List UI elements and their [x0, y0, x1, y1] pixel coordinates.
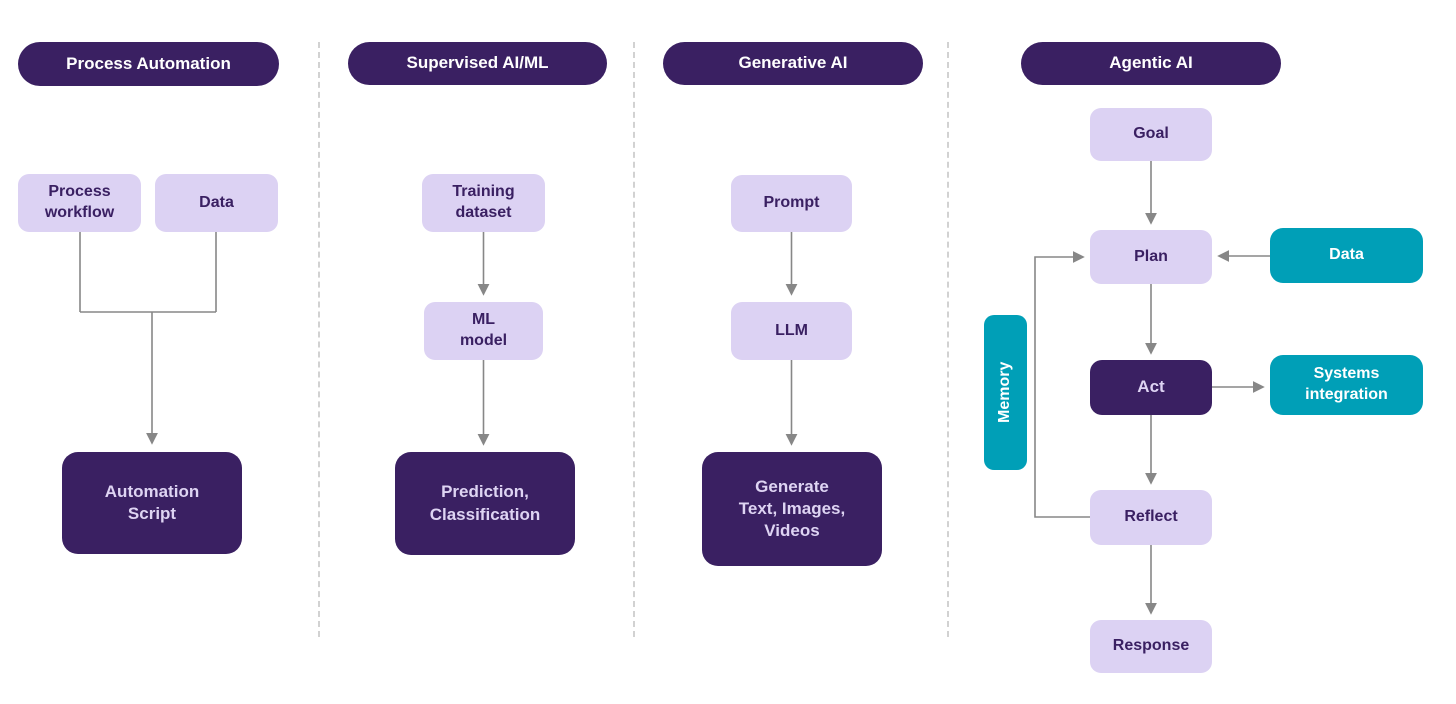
node-act: Act	[1090, 360, 1212, 415]
node-goal: Goal	[1090, 108, 1212, 161]
node-memory: Memory	[984, 315, 1027, 470]
node-automation-script: Automation Script	[62, 452, 242, 554]
node-systems-integration: Systems integration	[1270, 355, 1423, 415]
connector-reflect-feedback-to-plan	[1034, 251, 1090, 518]
column-header-generative-ai: Generative AI	[663, 42, 923, 85]
node-prediction-classification: Prediction, Classification	[395, 452, 575, 555]
column-divider-1	[318, 42, 320, 637]
node-llm: LLM	[731, 302, 852, 360]
column-header-agentic-ai: Agentic AI	[1021, 42, 1281, 85]
node-plan: Plan	[1090, 230, 1212, 284]
node-process-workflow: Process workflow	[18, 174, 141, 232]
node-training-dataset: Training dataset	[422, 174, 545, 232]
node-data-input: Data	[1270, 228, 1423, 283]
column-divider-2	[633, 42, 635, 637]
node-prompt: Prompt	[731, 175, 852, 232]
column-divider-3	[947, 42, 949, 637]
node-response: Response	[1090, 620, 1212, 673]
node-generate-text-images-videos: Generate Text, Images, Videos	[702, 452, 882, 566]
node-ml-model: ML model	[424, 302, 543, 360]
column-header-supervised-ai-ml: Supervised AI/ML	[348, 42, 607, 85]
node-data: Data	[155, 174, 278, 232]
node-reflect: Reflect	[1090, 490, 1212, 545]
column-header-process-automation: Process Automation	[18, 42, 279, 86]
